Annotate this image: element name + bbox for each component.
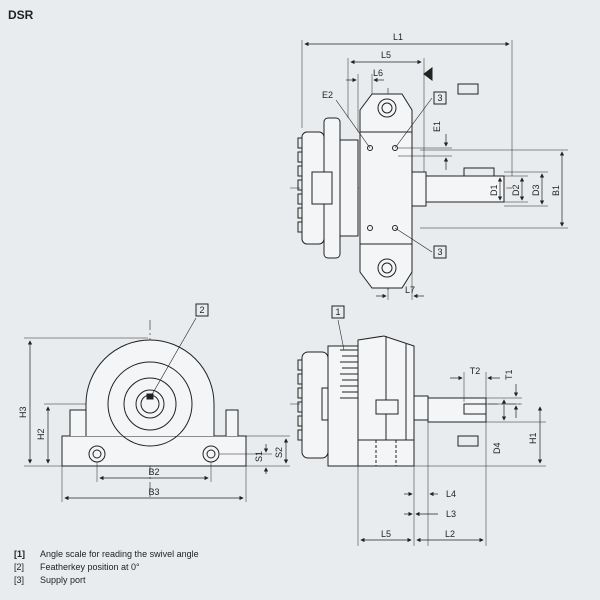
legend-item: [3] Supply port xyxy=(14,574,199,587)
dim-D4: D4 xyxy=(492,442,502,454)
drawing-title: DSR xyxy=(8,8,34,22)
callout-3-bottom: 3 xyxy=(437,247,442,257)
housing-top xyxy=(359,93,413,289)
dim-T1: T1 xyxy=(504,369,514,380)
legend-text: Featherkey position at 0° xyxy=(40,562,140,572)
dim-B1: B1 xyxy=(551,185,561,196)
dim-L7: L7 xyxy=(405,285,415,295)
legend-number: [2] xyxy=(14,562,25,572)
dim-T2: T2 xyxy=(470,366,481,376)
dim-L5-side: L5 xyxy=(381,529,391,539)
legend-number: [3] xyxy=(14,575,25,585)
legend-text: Angle scale for reading the swivel angle xyxy=(40,549,199,559)
callout-2: 2 xyxy=(199,305,204,315)
dim-H3: H3 xyxy=(18,406,28,418)
legend-item: [1] Angle scale for reading the swivel a… xyxy=(14,548,199,561)
side-view-labels: T2 L4 L3 L5 L2 T1 D4 H1 1 xyxy=(335,307,538,539)
side-view xyxy=(290,305,546,546)
dim-L1: L1 xyxy=(393,32,403,42)
dim-L5-top: L5 xyxy=(381,50,391,60)
dim-L2: L2 xyxy=(445,529,455,539)
callout-3-top: 3 xyxy=(437,93,442,103)
top-view xyxy=(290,40,568,300)
dim-D2: D2 xyxy=(511,184,521,196)
front-view xyxy=(24,303,290,502)
legend-text: Supply port xyxy=(40,575,86,585)
dim-B2: B2 xyxy=(148,467,159,477)
dim-L4: L4 xyxy=(446,489,456,499)
dim-H1: H1 xyxy=(528,432,538,444)
dim-S1: S1 xyxy=(254,451,264,462)
legend: [1] Angle scale for reading the swivel a… xyxy=(14,548,199,587)
dim-H2: H2 xyxy=(36,428,46,440)
dim-L3: L3 xyxy=(446,509,456,519)
knurled-knob-top xyxy=(297,117,359,259)
legend-item: [2] Featherkey position at 0° xyxy=(14,561,199,574)
dim-D1: D1 xyxy=(489,184,499,196)
dim-L6: L6 xyxy=(373,68,383,78)
legend-number: [1] xyxy=(14,549,25,559)
dim-S2: S2 xyxy=(274,447,284,458)
label-E2: E2 xyxy=(322,90,333,100)
front-view-labels: B2 B3 H3 H2 S1 S2 2 xyxy=(18,305,284,497)
dim-B3: B3 xyxy=(148,487,159,497)
top-view-labels: L1 L5 L6 L7 E2 3 3 E1 D1 D2 D3 B1 xyxy=(322,32,561,295)
dim-E1: E1 xyxy=(432,121,442,132)
dim-D3: D3 xyxy=(531,184,541,196)
callout-1: 1 xyxy=(335,307,340,317)
